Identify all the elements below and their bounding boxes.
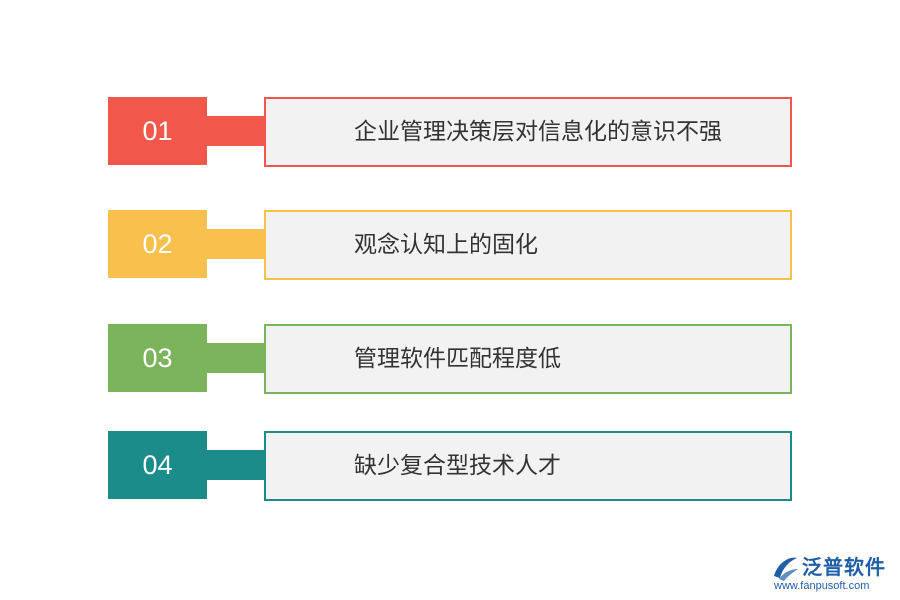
item-text: 企业管理决策层对信息化的意识不强 bbox=[354, 119, 722, 145]
text-box: 观念认知上的固化 bbox=[264, 210, 792, 280]
number-badge: 04 bbox=[108, 431, 207, 499]
list-item-1: 01 企业管理决策层对信息化的意识不强 bbox=[0, 97, 900, 167]
fanpu-logo-icon bbox=[774, 557, 798, 581]
brand-watermark: 泛普软件 www.fanpusoft.com bbox=[766, 550, 892, 596]
brand-url: www.fanpusoft.com bbox=[774, 580, 870, 592]
logo-swoosh-2 bbox=[779, 569, 798, 581]
number-badge: 01 bbox=[108, 97, 207, 165]
number-badge: 03 bbox=[108, 324, 207, 392]
list-item-3: 03 管理软件匹配程度低 bbox=[0, 324, 900, 394]
text-box: 管理软件匹配程度低 bbox=[264, 324, 792, 394]
text-box: 企业管理决策层对信息化的意识不强 bbox=[264, 97, 792, 167]
list-item-4: 04 缺少复合型技术人才 bbox=[0, 431, 900, 501]
logo-swoosh bbox=[774, 557, 797, 578]
item-text: 缺少复合型技术人才 bbox=[354, 453, 561, 479]
item-text: 管理软件匹配程度低 bbox=[354, 346, 561, 372]
item-text: 观念认知上的固化 bbox=[354, 232, 538, 258]
brand-name: 泛普软件 bbox=[802, 555, 886, 579]
number-badge: 02 bbox=[108, 210, 207, 278]
list-item-2: 02 观念认知上的固化 bbox=[0, 210, 900, 280]
text-box: 缺少复合型技术人才 bbox=[264, 431, 792, 501]
